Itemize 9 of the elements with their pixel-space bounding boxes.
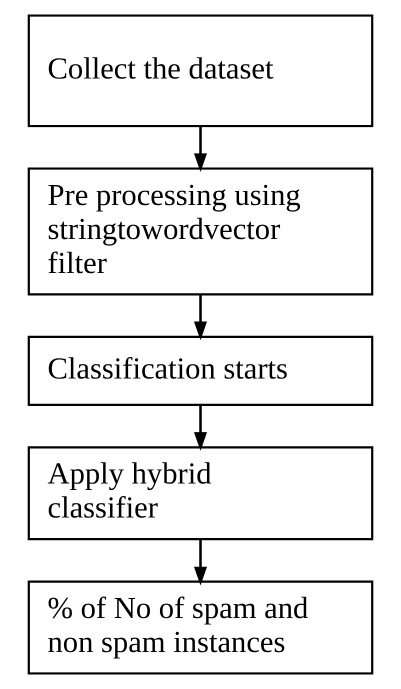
arrow: [194, 294, 208, 340]
node-box: Pre processing using stringtowordvector filter: [28, 167, 374, 296]
node-box: Apply hybrid classifier: [28, 446, 374, 540]
node-box: Classification starts: [28, 336, 374, 406]
node-box: % of No of spam and non spam instances: [28, 580, 374, 675]
arrow: [194, 126, 208, 172]
arrow: [194, 405, 208, 451]
arrow: [194, 539, 208, 586]
node-box: Collect the dataset: [28, 14, 374, 128]
